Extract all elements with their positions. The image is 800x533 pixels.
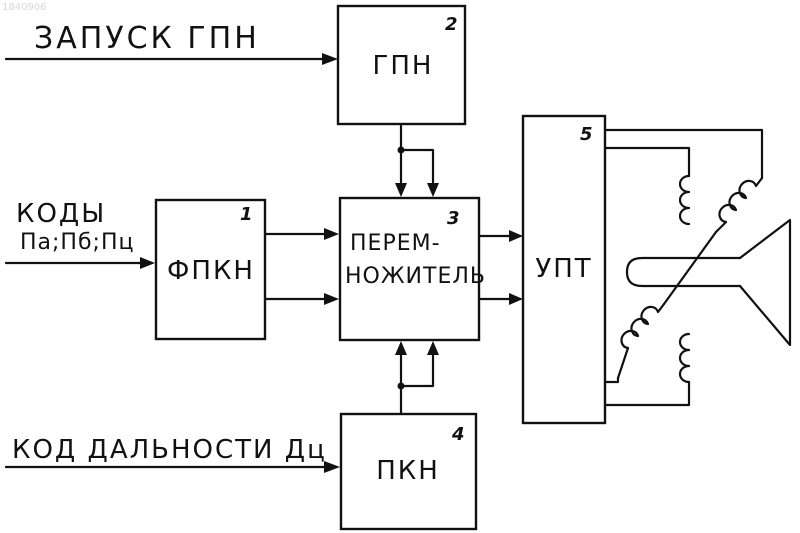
input-range-code: КОД ДАЛЬНОСТИ Дц xyxy=(6,435,340,473)
block-fpkn: ФПКН 1 xyxy=(156,200,265,339)
watermark-text: 1840906 xyxy=(2,2,47,13)
block-multiplier-label-line2: НОЖИТЕЛЬ xyxy=(345,264,486,289)
input-codes-list: Па;Пб;Пц xyxy=(20,230,134,255)
block-multiplier-number: 3 xyxy=(447,208,460,229)
block-multiplier: ПЕРЕМ- НОЖИТЕЛЬ 3 xyxy=(340,198,486,340)
block-upt-number: 5 xyxy=(580,124,593,145)
block-gpn: ГПН 2 xyxy=(338,6,465,124)
input-range-code-label: КОД ДАЛЬНОСТИ Дц xyxy=(12,435,327,465)
block-pkn-label: ПКН xyxy=(376,456,440,486)
block-upt-label: УПТ xyxy=(535,254,592,284)
connection-fpkn-multiplier xyxy=(265,228,339,305)
input-launch-label: ЗАПУСК ГПН xyxy=(34,21,260,56)
input-codes-title: КОДЫ xyxy=(16,199,106,229)
block-multiplier-label-line1: ПЕРЕМ- xyxy=(350,231,441,256)
block-gpn-number: 2 xyxy=(445,14,458,35)
input-codes: КОДЫ Па;Пб;Пц xyxy=(6,199,155,269)
block-fpkn-number: 1 xyxy=(240,204,253,225)
block-pkn-number: 4 xyxy=(451,424,465,445)
block-pkn: ПКН 4 xyxy=(341,414,476,529)
connection-pkn-multiplier xyxy=(395,341,439,413)
block-upt: УПТ 5 xyxy=(523,116,605,423)
block-fpkn-label: ФПКН xyxy=(167,256,255,286)
block-gpn-label: ГПН xyxy=(373,51,434,81)
input-launch: ЗАПУСК ГПН xyxy=(6,21,338,65)
crt-tube-icon xyxy=(627,220,790,345)
connection-gpn-multiplier xyxy=(395,124,439,197)
